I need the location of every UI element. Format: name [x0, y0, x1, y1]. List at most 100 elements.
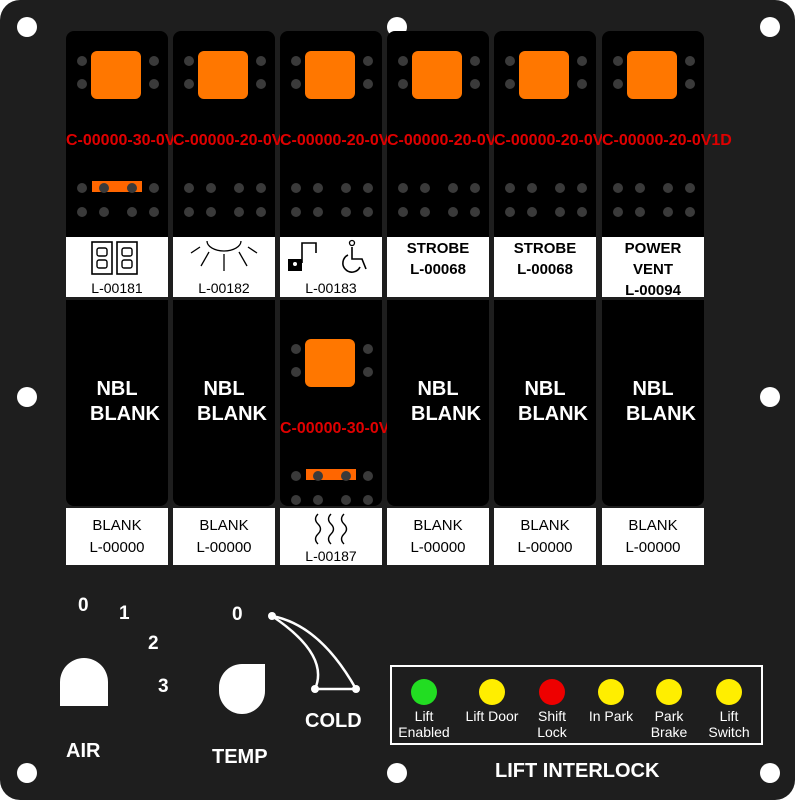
indicator-dot	[470, 56, 480, 66]
indicator-dot	[99, 183, 109, 193]
indicator-dot	[577, 183, 587, 193]
temp-knob[interactable]	[219, 664, 265, 714]
indicator-dot	[341, 471, 351, 481]
indicator-label: Lift Enabled	[398, 708, 450, 740]
rocker-switch-top-3[interactable]: C-00000-20-0V1D	[280, 31, 410, 237]
rocker-switch-bottom-2[interactable]: NBL BLANK	[173, 300, 275, 506]
indicator-dot-row	[280, 471, 382, 481]
blank-switch-text: NBL BLANK	[197, 378, 267, 425]
indicator-dot	[313, 207, 323, 217]
indicator-dot-row	[280, 183, 382, 193]
interlock-indicator-6: Lift Switch	[699, 679, 759, 740]
switch-lamp	[305, 339, 355, 387]
rocker-switch-top-6[interactable]: C-00000-20-0V1D	[602, 31, 732, 237]
rocker-switch-top-5[interactable]: C-00000-20-0V1D	[494, 31, 624, 237]
legend-label-bottom-2: BLANK L-00000	[173, 508, 275, 565]
indicator-dot	[577, 79, 587, 89]
indicator-dot	[341, 207, 351, 217]
indicator-dot	[206, 183, 216, 193]
switch-part-number: C-00000-20-0V1D	[280, 132, 410, 149]
mounting-hole	[387, 763, 407, 783]
indicator-led	[539, 679, 565, 705]
indicator-dot-row	[494, 207, 596, 217]
indicator-dot	[635, 207, 645, 217]
indicator-label: Park Brake	[650, 708, 688, 740]
indicator-dot-row	[280, 207, 382, 217]
interlock-indicator-2: Lift Door	[462, 679, 522, 724]
legend-code: L-00000	[196, 539, 252, 556]
indicator-dot	[363, 56, 373, 66]
rocker-switch-bottom-6[interactable]: NBL BLANK	[602, 300, 704, 506]
rocker-switch-top-2[interactable]: C-00000-20-0V1D	[173, 31, 303, 237]
legend-code: L-00000	[410, 539, 466, 556]
indicator-dot	[184, 183, 194, 193]
indicator-dot-row	[602, 207, 704, 217]
indicator-dot-row	[387, 207, 489, 217]
legend-text: BLANK	[92, 517, 142, 534]
interlock-indicator-1: Lift Enabled	[394, 679, 454, 740]
indicator-dot	[555, 183, 565, 193]
rocker-switch-bottom-3[interactable]: C-00000-30-0V6D	[280, 300, 410, 506]
indicator-led	[479, 679, 505, 705]
switch-lamp	[519, 51, 569, 99]
indicator-dot	[149, 183, 159, 193]
legend-code: L-00000	[517, 539, 573, 556]
indicator-dot	[577, 56, 587, 66]
air-knob[interactable]	[60, 658, 108, 706]
temp-cold-label: COLD	[305, 710, 362, 732]
indicator-led	[716, 679, 742, 705]
indicator-dot	[470, 183, 480, 193]
rocker-switch-top-1[interactable]: C-00000-30-0V8D	[66, 31, 196, 237]
legend-label-top-3: L-00183	[280, 237, 382, 297]
indicator-dot	[291, 495, 301, 505]
indicator-dot	[470, 207, 480, 217]
indicator-dot	[448, 207, 458, 217]
rocker-switch-top-4[interactable]: C-00000-20-0V1D	[387, 31, 517, 237]
indicator-dot-row	[173, 183, 275, 193]
blank-switch-text: NBL BLANK	[518, 378, 588, 425]
rocker-switch-bottom-1[interactable]: NBL BLANK	[66, 300, 168, 506]
air-setting-3: 3	[158, 676, 169, 697]
indicator-dot	[291, 183, 301, 193]
rocker-switch-bottom-5[interactable]: NBL BLANK	[494, 300, 596, 506]
legend-label-top-1: L-00181	[66, 237, 168, 297]
indicator-dot	[149, 56, 159, 66]
indicator-dot	[291, 367, 301, 377]
indicator-dot	[291, 56, 301, 66]
legend-code: L-00068	[410, 261, 466, 278]
indicator-label: In Park	[588, 708, 634, 724]
indicator-dot-row	[173, 207, 275, 217]
indicator-dot	[420, 207, 430, 217]
indicator-dot	[206, 207, 216, 217]
indicator-dot	[313, 183, 323, 193]
indicator-dot	[341, 495, 351, 505]
legend-text: BLANK	[199, 517, 249, 534]
rocker-switch-bottom-4[interactable]: NBL BLANK	[387, 300, 489, 506]
indicator-dot	[363, 79, 373, 89]
mounting-hole	[17, 763, 37, 783]
blank-switch-text: NBL BLANK	[411, 378, 481, 425]
mounting-hole	[17, 387, 37, 407]
interlock-indicator-5: Park Brake	[639, 679, 699, 740]
mounting-hole	[760, 763, 780, 783]
indicator-dot	[527, 183, 537, 193]
indicator-dot	[685, 183, 695, 193]
legend-text: BLANK	[413, 517, 463, 534]
indicator-dot	[505, 79, 515, 89]
indicator-dot	[470, 79, 480, 89]
legend-code: L-00181	[91, 280, 143, 296]
lift-interlock-title: LIFT INTERLOCK	[495, 760, 660, 782]
indicator-dot	[256, 79, 266, 89]
indicator-dot	[398, 79, 408, 89]
indicator-led	[411, 679, 437, 705]
indicator-dot-row	[66, 183, 168, 193]
indicator-led	[656, 679, 682, 705]
switch-lamp	[305, 51, 355, 99]
switch-part-number: C-00000-20-0V1D	[173, 132, 303, 149]
indicator-dot	[363, 183, 373, 193]
legend-code: L-00068	[517, 261, 573, 278]
